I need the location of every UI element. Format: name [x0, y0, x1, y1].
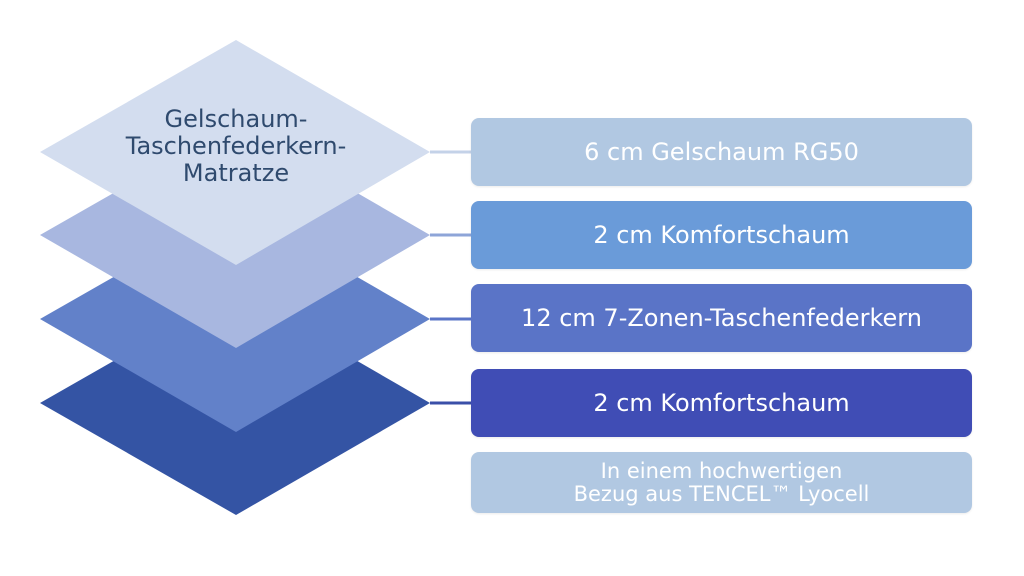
layer-label: 12 cm 7-Zonen-Taschenfederkern — [521, 304, 922, 332]
layer-label-box-4: 2 cm Komfortschaum — [471, 369, 972, 437]
layer-label-box-1: 6 cm Gelschaum RG50 — [471, 118, 972, 186]
title-line: Matratze — [182, 159, 290, 187]
cover-line: In einem hochwertigen — [600, 458, 843, 483]
layer-label-box-2: 2 cm Komfortschaum — [471, 201, 972, 269]
layer-diamond-1 — [40, 40, 430, 265]
cover-line: Bezug aus TENCEL™ Lyocell — [573, 481, 870, 506]
title-line: Taschenfederkern- — [125, 132, 347, 160]
product-title: Gelschaum- Taschenfederkern- Matratze — [100, 106, 372, 187]
layer-label-box-3: 12 cm 7-Zonen-Taschenfederkern — [471, 284, 972, 352]
title-line: Gelschaum- — [164, 105, 308, 133]
layer-label: 2 cm Komfortschaum — [593, 221, 850, 249]
layer-label: 6 cm Gelschaum RG50 — [584, 138, 859, 166]
layer-label: 2 cm Komfortschaum — [593, 389, 850, 417]
cover-label-box: In einem hochwertigen Bezug aus TENCEL™ … — [471, 452, 972, 513]
